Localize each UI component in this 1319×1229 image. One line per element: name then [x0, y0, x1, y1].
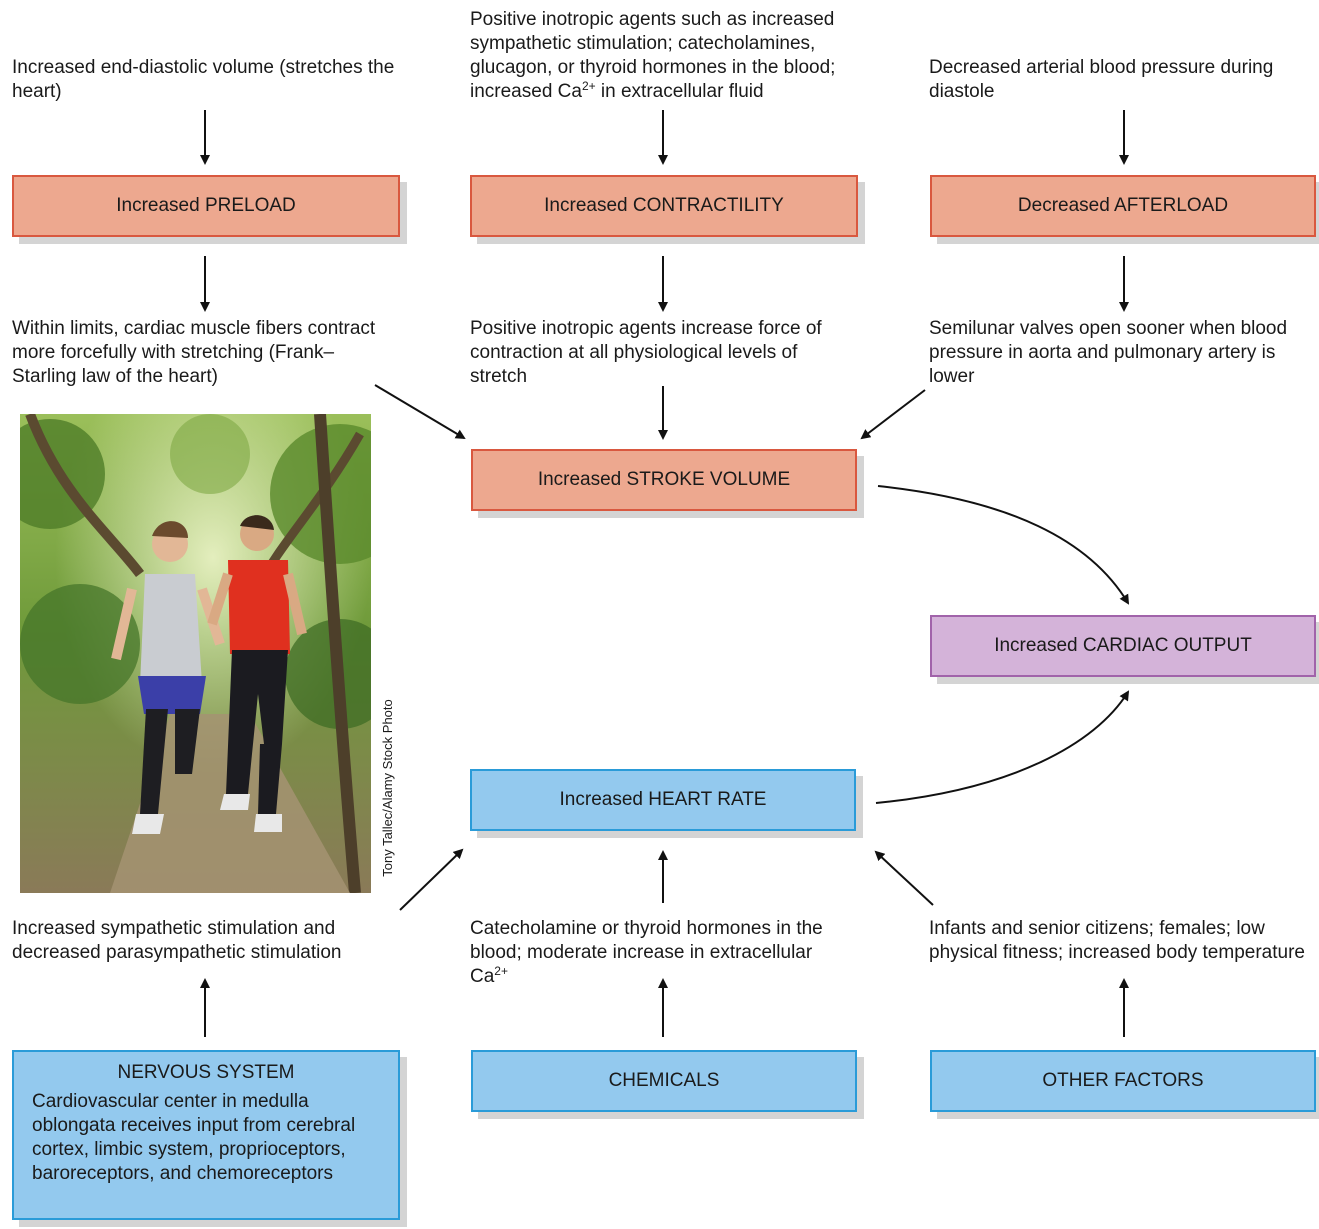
nervous-system-title: NERVOUS SYSTEM	[117, 1062, 295, 1083]
preload-cause-text: Increased end-diastolic volume (stretche…	[12, 57, 395, 102]
calcium-superscript: 2+	[581, 79, 596, 93]
heart-rate-box: Increased HEART RATE	[470, 769, 856, 831]
arrow-hr-to-co	[875, 690, 1130, 804]
nervous-effect-text: Increased sympathetic stimulation and de…	[12, 918, 342, 963]
arrow-sv-to-co	[877, 485, 1130, 605]
preload-effect-text: Within limits, cardiac muscle fibers con…	[12, 318, 376, 387]
nervous-system-body: Cardiovascular center in medulla oblonga…	[32, 1091, 356, 1184]
arrow-afterload-effect-to-sv	[860, 389, 926, 440]
stroke-volume-box: Increased STROKE VOLUME	[471, 449, 857, 511]
runners-photo	[20, 414, 371, 893]
other-effect-text: Infants and senior citizens; females; lo…	[929, 918, 1305, 963]
calcium-superscript-2: 2+	[494, 964, 508, 978]
contractility-cause-main: Positive inotropic agents such as increa…	[470, 9, 836, 102]
afterload-box: Decreased AFTERLOAD	[930, 175, 1316, 237]
contractility-effect-text: Positive inotropic agents increase force…	[470, 318, 822, 387]
arrow-nervous-to-hr	[399, 848, 464, 911]
afterload-effect-text: Semilunar valves open sooner when blood …	[929, 318, 1288, 387]
preload-box: Increased PRELOAD	[12, 175, 400, 237]
contractility-cause-tail: in extracellular fluid	[595, 81, 764, 102]
chemical-effect-text: Catecholamine or thyroid hormones in the…	[470, 917, 830, 989]
contractility-box: Increased CONTRACTILITY	[470, 175, 858, 237]
afterload-cause-text: Decreased arterial blood pressure during…	[929, 57, 1274, 102]
other-factors-box: OTHER FACTORS	[930, 1050, 1316, 1112]
arrow-other-to-hr	[874, 850, 934, 906]
arrow-preload-effect-to-sv	[374, 384, 466, 440]
chemicals-box: CHEMICALS	[471, 1050, 857, 1112]
cardiac-output-box: Increased CARDIAC OUTPUT	[930, 615, 1316, 677]
contractility-cause-text: Positive inotropic agents such as increa…	[470, 8, 870, 104]
chemical-effect-main: Catecholamine or thyroid hormones in the…	[470, 918, 823, 987]
nervous-system-box: NERVOUS SYSTEM Cardiovascular center in …	[12, 1050, 400, 1220]
